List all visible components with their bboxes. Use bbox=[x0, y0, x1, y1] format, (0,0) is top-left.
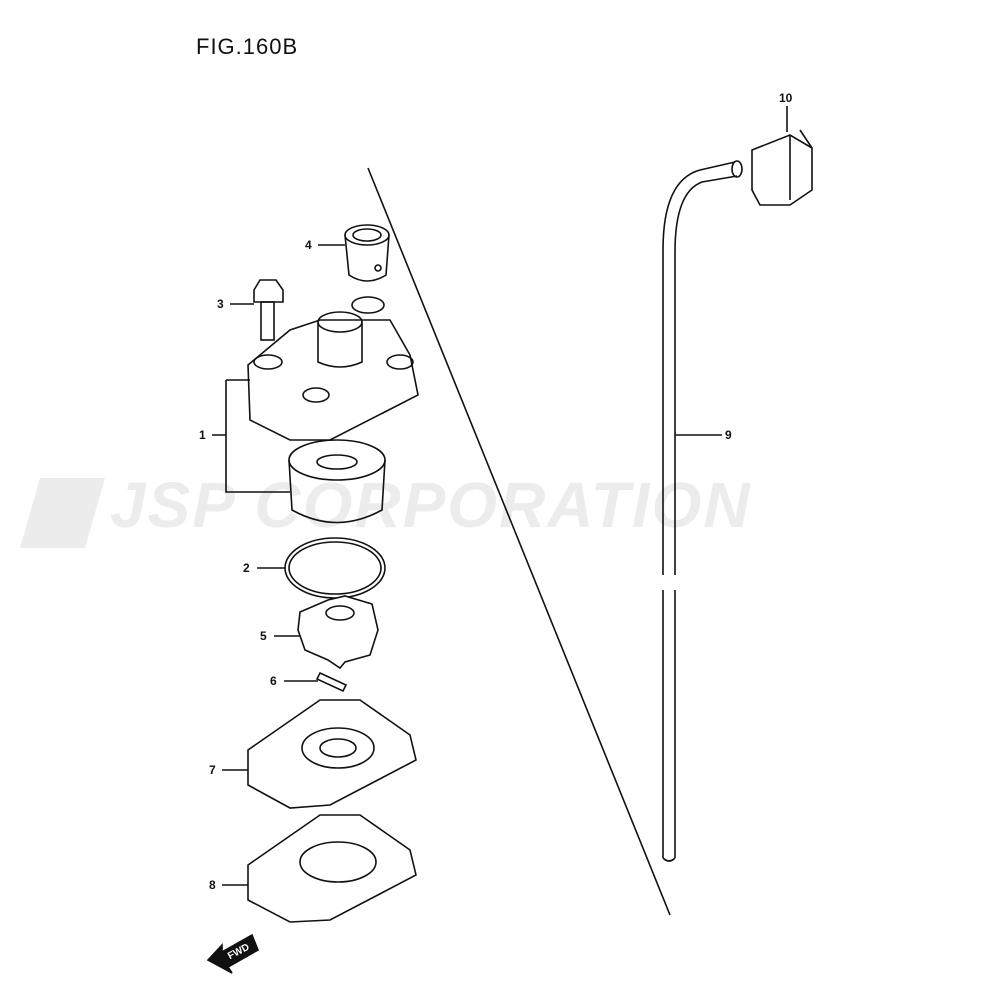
part-2-o-ring bbox=[284, 537, 386, 599]
callout-10: 10 bbox=[779, 91, 793, 105]
fwd-direction-badge: FWD bbox=[206, 933, 260, 974]
part-4-sleeve bbox=[344, 224, 390, 282]
callout-8: 8 bbox=[209, 878, 216, 892]
reference-line bbox=[367, 167, 671, 916]
callout-5: 5 bbox=[260, 629, 267, 643]
figure-title: FIG.160B bbox=[196, 34, 299, 59]
callout-3: 3 bbox=[217, 297, 224, 311]
callout-9: 9 bbox=[725, 428, 732, 442]
callout-6: 6 bbox=[270, 674, 277, 688]
part-7-plate bbox=[247, 699, 417, 809]
part-8-gasket bbox=[247, 814, 417, 923]
part-1-liner bbox=[288, 439, 386, 524]
part-3-bolt bbox=[253, 279, 284, 341]
part-9-tube bbox=[662, 160, 743, 862]
callout-1: 1 bbox=[199, 428, 206, 442]
watermark: JSP CORPORATION bbox=[110, 469, 752, 541]
part-10-grommet bbox=[751, 129, 813, 206]
watermark-logo bbox=[20, 478, 105, 548]
part-6-pin bbox=[315, 671, 348, 693]
part-1-pump-housing bbox=[247, 296, 419, 441]
callout-4: 4 bbox=[305, 238, 312, 252]
part-5-impeller bbox=[297, 595, 379, 670]
callout-7: 7 bbox=[209, 763, 216, 777]
callout-2: 2 bbox=[243, 561, 250, 575]
